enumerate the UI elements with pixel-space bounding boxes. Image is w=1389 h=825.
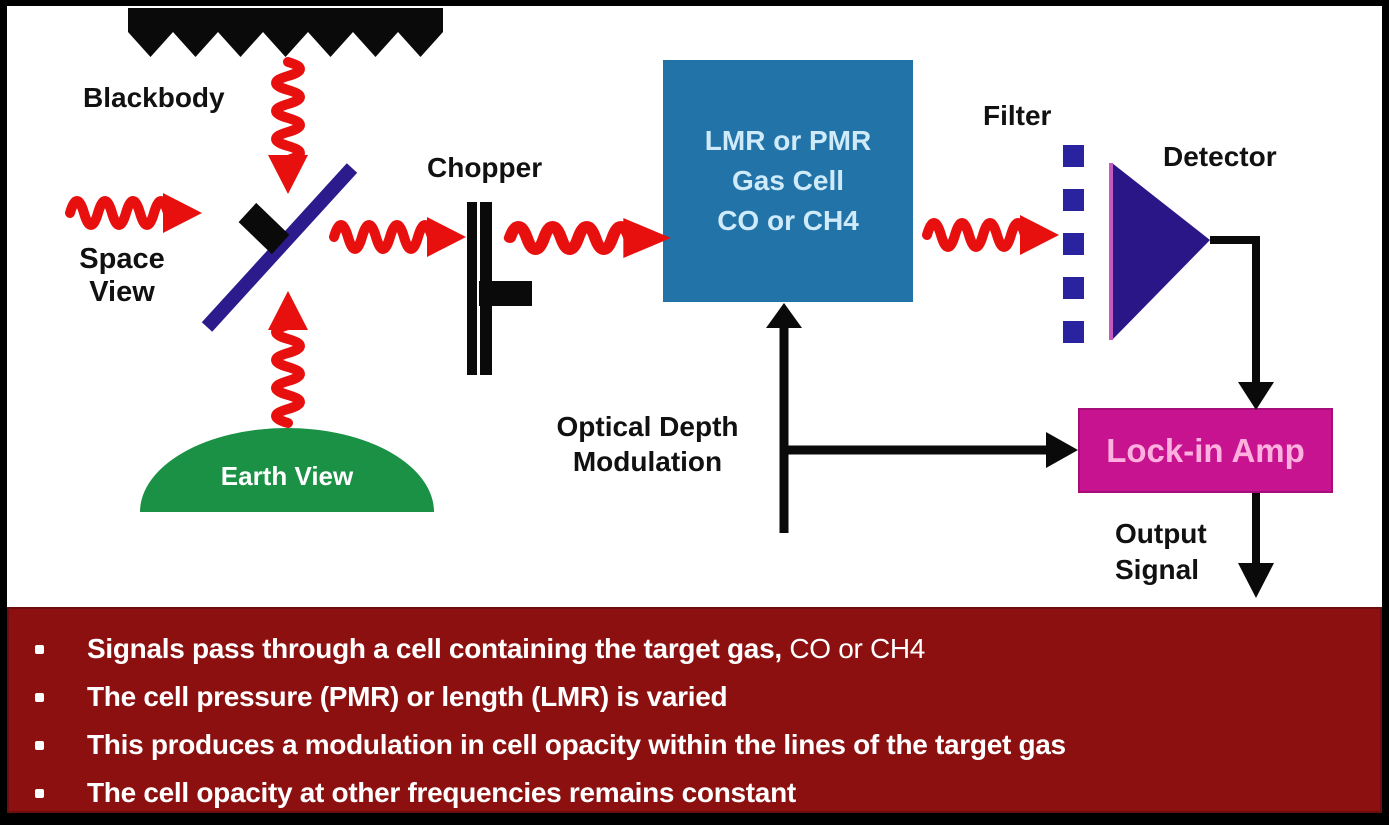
space-view-line2: View	[89, 276, 155, 308]
filter-icon	[1063, 145, 1084, 343]
space-view-beam-icon	[70, 193, 202, 233]
chopper-to-cell-beam-icon	[510, 218, 671, 258]
list-item: The cell pressure (PMR) or length (LMR) …	[9, 673, 1380, 721]
list-item: Signals pass through a cell containing t…	[9, 625, 1380, 673]
cell-to-filter-beam-icon	[927, 215, 1059, 255]
lock-in-amp-label: Lock-in Amp	[1106, 431, 1305, 469]
output-line1: Output	[1115, 518, 1207, 549]
bullet-dot-icon	[35, 693, 44, 702]
space-view-label: Space View	[52, 243, 192, 309]
space-view-line1: Space	[79, 243, 165, 275]
bullet-text-suffix: CO or CH4	[789, 633, 926, 664]
bullet-text: The cell opacity at other frequencies re…	[87, 777, 796, 808]
bullet-dot-icon	[35, 645, 44, 654]
bullet-text: The cell pressure (PMR) or length (LMR) …	[87, 681, 728, 712]
lock-in-amp-box: Lock-in Amp	[1078, 408, 1333, 493]
gas-cell-label-line3: CO or CH4	[717, 205, 859, 236]
optical-depth-line1: Optical Depth	[556, 411, 739, 442]
blackbody-icon	[128, 8, 443, 57]
output-line2: Signal	[1115, 554, 1200, 585]
filter-label: Filter	[983, 100, 1052, 131]
bullet-text: This produces a modulation in cell opaci…	[87, 729, 1066, 760]
detector-icon	[1109, 163, 1210, 340]
bullet-dot-icon	[35, 789, 44, 798]
bullet-dot-icon	[35, 741, 44, 750]
optical-depth-modulation-label: Optical Depth Modulation	[540, 409, 755, 479]
earth-dome-icon	[140, 428, 434, 512]
detector-label: Detector	[1163, 141, 1277, 172]
notes-list: Signals pass through a cell containing t…	[9, 609, 1380, 817]
chopper-label: Chopper	[427, 152, 543, 183]
gas-cell-box: LMR or PMR Gas Cell CO or CH4	[663, 60, 913, 302]
beam-splitter-icon	[201, 163, 358, 332]
chopper-icon	[467, 202, 532, 375]
gas-cell-label-line1: LMR or PMR	[704, 125, 872, 156]
output-signal-arrow	[1238, 493, 1274, 598]
modulation-arrow	[766, 303, 1078, 533]
blackbody-label: Blackbody	[83, 82, 225, 113]
earth-view-label: Earth View	[220, 461, 354, 491]
beam-splitter-notch-icon	[238, 202, 290, 255]
notes-panel: Signals pass through a cell containing t…	[7, 607, 1382, 813]
bullet-text: Signals pass through a cell containing t…	[87, 633, 790, 664]
detector-to-lockin-arrow	[1210, 236, 1274, 410]
earth-beam-icon	[268, 291, 308, 423]
list-item: This produces a modulation in cell opaci…	[9, 721, 1380, 769]
splitter-to-chopper-beam-icon	[334, 217, 466, 257]
blackbody-beam-icon	[268, 62, 308, 194]
output-signal-label: Output Signal	[1115, 516, 1207, 588]
list-item: The cell opacity at other frequencies re…	[9, 769, 1380, 817]
gas-cell-label-line2: Gas Cell	[731, 165, 845, 196]
optical-depth-line2: Modulation	[572, 446, 723, 477]
